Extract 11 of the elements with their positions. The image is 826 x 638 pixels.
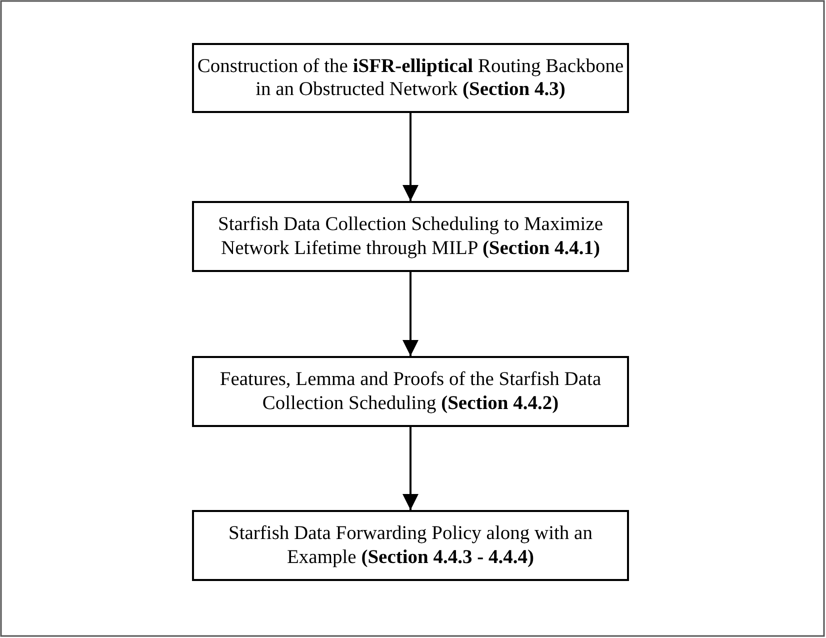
process-box — [192, 510, 629, 581]
process-box — [192, 201, 629, 272]
arrow — [402, 272, 418, 356]
box-text: Construction of the iSFR-elliptical Routing Backbone in an Obstructed Network (Section 4.3) — [196, 54, 625, 102]
arrow — [402, 427, 418, 510]
box-text: Features, Lemma and Proofs of the Starfish Data Collection Scheduling (Section 4.4.2) — [218, 368, 602, 415]
process-box — [192, 43, 629, 113]
process-box — [192, 356, 629, 427]
box-text: Starfish Data Forwarding Policy along with an Example (Section 4.4.3 - 4.4.4) — [228, 522, 594, 569]
arrow — [402, 113, 418, 201]
box-text: Starfish Data Collection Scheduling to Maximize Network Lifetime through MILP (Section 4.4.1) — [216, 213, 604, 260]
